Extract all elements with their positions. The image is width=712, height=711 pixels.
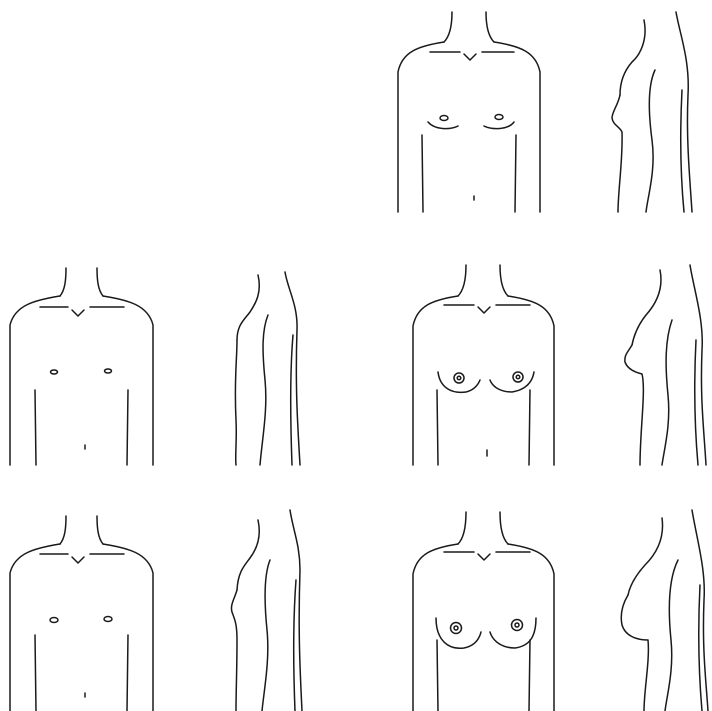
arm-back bbox=[681, 90, 684, 212]
neck-front bbox=[632, 270, 661, 345]
nipple bbox=[440, 116, 448, 121]
back-contour bbox=[290, 510, 302, 711]
arm-inner bbox=[422, 135, 516, 212]
neck-left bbox=[444, 12, 452, 42]
stage-1-front-view bbox=[10, 268, 153, 465]
shoulder-line bbox=[413, 296, 458, 465]
neck-right bbox=[500, 265, 508, 296]
arm-contour bbox=[260, 315, 268, 465]
arm-contour bbox=[665, 560, 678, 711]
arm-back bbox=[294, 580, 296, 711]
nipple bbox=[516, 375, 520, 379]
nipple bbox=[454, 626, 458, 630]
arm-back bbox=[699, 585, 702, 711]
sternal-notch bbox=[478, 307, 490, 313]
breast-contour bbox=[490, 618, 536, 648]
arm-inner bbox=[35, 635, 128, 711]
stage-3-side-view bbox=[612, 12, 692, 212]
stage-2-front-view bbox=[10, 516, 153, 711]
nipple bbox=[51, 370, 58, 374]
neck-front bbox=[237, 275, 259, 340]
stage-5-side-view bbox=[621, 510, 708, 711]
areola bbox=[454, 373, 464, 383]
stage-3-front-view bbox=[398, 12, 540, 212]
neck-front bbox=[620, 20, 645, 95]
stage-2-side-view bbox=[231, 510, 302, 711]
neck-front bbox=[628, 518, 663, 595]
areola bbox=[512, 620, 523, 631]
stage-4-front-view bbox=[413, 265, 554, 465]
chest-contour bbox=[625, 345, 644, 465]
arm-inner bbox=[437, 390, 530, 465]
sternal-notch bbox=[72, 310, 84, 316]
neck-right bbox=[97, 268, 103, 296]
neck-right bbox=[486, 12, 494, 42]
arm-inner bbox=[35, 390, 128, 465]
neck-right bbox=[500, 512, 508, 544]
arm-back bbox=[291, 335, 293, 465]
neck-left bbox=[458, 512, 466, 544]
nipple bbox=[457, 376, 461, 380]
breast-contour bbox=[428, 122, 458, 129]
nipple bbox=[105, 369, 112, 373]
shoulder-line bbox=[508, 544, 554, 711]
shoulder-line bbox=[494, 42, 540, 212]
arm-back bbox=[695, 340, 698, 465]
nipple bbox=[495, 115, 503, 120]
neck-right bbox=[97, 516, 103, 544]
back-contour bbox=[676, 12, 692, 212]
back-contour bbox=[285, 272, 300, 465]
arm-contour bbox=[262, 560, 270, 711]
sternal-notch bbox=[72, 557, 84, 563]
back-contour bbox=[690, 265, 706, 465]
stage-4-side-view bbox=[625, 265, 706, 465]
nipple bbox=[50, 618, 58, 623]
arm-inner bbox=[437, 640, 530, 711]
areola bbox=[451, 623, 462, 634]
arm-contour bbox=[646, 70, 655, 212]
neck-left bbox=[458, 265, 466, 296]
arm-contour bbox=[662, 320, 672, 465]
breast-contour bbox=[438, 372, 480, 392]
chest-contour bbox=[235, 340, 237, 465]
stage-5-front-view bbox=[413, 512, 554, 711]
nipple bbox=[104, 617, 112, 622]
sternal-notch bbox=[478, 554, 490, 560]
areola bbox=[513, 372, 523, 382]
neck-front bbox=[237, 520, 259, 590]
breast-contour bbox=[490, 372, 534, 392]
neck-left bbox=[60, 268, 66, 296]
stage-1-side-view bbox=[235, 272, 300, 465]
nipple bbox=[515, 623, 519, 627]
neck-left bbox=[60, 516, 66, 544]
chest-contour bbox=[621, 595, 648, 711]
chest-contour bbox=[231, 590, 237, 711]
chest-contour bbox=[612, 95, 622, 212]
breast-contour bbox=[484, 122, 514, 129]
sternal-notch bbox=[464, 54, 476, 60]
